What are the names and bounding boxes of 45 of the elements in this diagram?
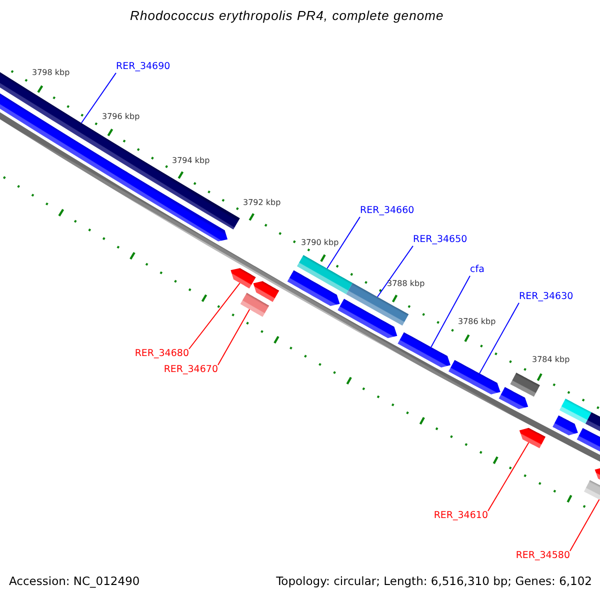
scale-label: 3794 kbp	[172, 156, 210, 166]
leader-line	[376, 245, 414, 298]
gene-bar	[559, 398, 592, 424]
gene-block	[552, 415, 578, 436]
gene-label: RER_34690	[116, 62, 170, 73]
genome-summary-label: Topology: circular; Length: 6,516,310 bp; Genes: 6,102	[276, 575, 592, 588]
scale-label: 3792 kbp	[243, 198, 281, 208]
scale-label: 3790 kbp	[301, 238, 339, 248]
gene-bar	[240, 292, 270, 317]
gene-block	[448, 360, 500, 394]
leader-line	[479, 302, 520, 374]
accession-label: Accession: NC_012490	[9, 575, 140, 588]
gene-label: RER_34650	[413, 235, 468, 246]
leader-line	[218, 308, 250, 366]
gene-label: RER_34680	[134, 349, 189, 360]
gene-block	[398, 332, 450, 368]
gene-label: RER_34660	[360, 206, 414, 217]
gene-block	[576, 428, 600, 452]
scale-label: 3788 kbp	[387, 279, 425, 288]
leader-line	[188, 282, 240, 350]
gene-bar	[584, 480, 600, 500]
gene-label: RER_34580	[516, 551, 570, 562]
gene-label: cfa	[470, 265, 484, 276]
gene-label: RER_34670	[164, 365, 218, 376]
gene-block	[519, 428, 546, 448]
leader-line	[326, 216, 360, 270]
gene-bar	[296, 255, 353, 294]
gene-block	[0, 93, 228, 242]
scale-label: 3784 kbp	[532, 355, 570, 364]
gene-label: RER_34630	[519, 292, 574, 303]
leader-line	[430, 275, 470, 348]
gene-bar	[510, 372, 540, 397]
gene-label: RER_34610	[434, 511, 488, 522]
gene-block	[230, 268, 256, 288]
scale-label: 3798 kbp	[32, 68, 70, 78]
gene-block	[498, 387, 528, 410]
map-title: Rhodococcus erythropolis PR4, complete genome	[130, 9, 444, 24]
gene-block	[287, 270, 340, 306]
leader-line	[488, 442, 530, 512]
gene-block	[253, 281, 280, 302]
gene-bar	[585, 412, 600, 432]
scale-label: 3796 kbp	[102, 112, 140, 122]
gene-block	[338, 298, 398, 338]
gene-block	[594, 468, 600, 480]
scale-label: 3786 kbp	[458, 317, 496, 326]
